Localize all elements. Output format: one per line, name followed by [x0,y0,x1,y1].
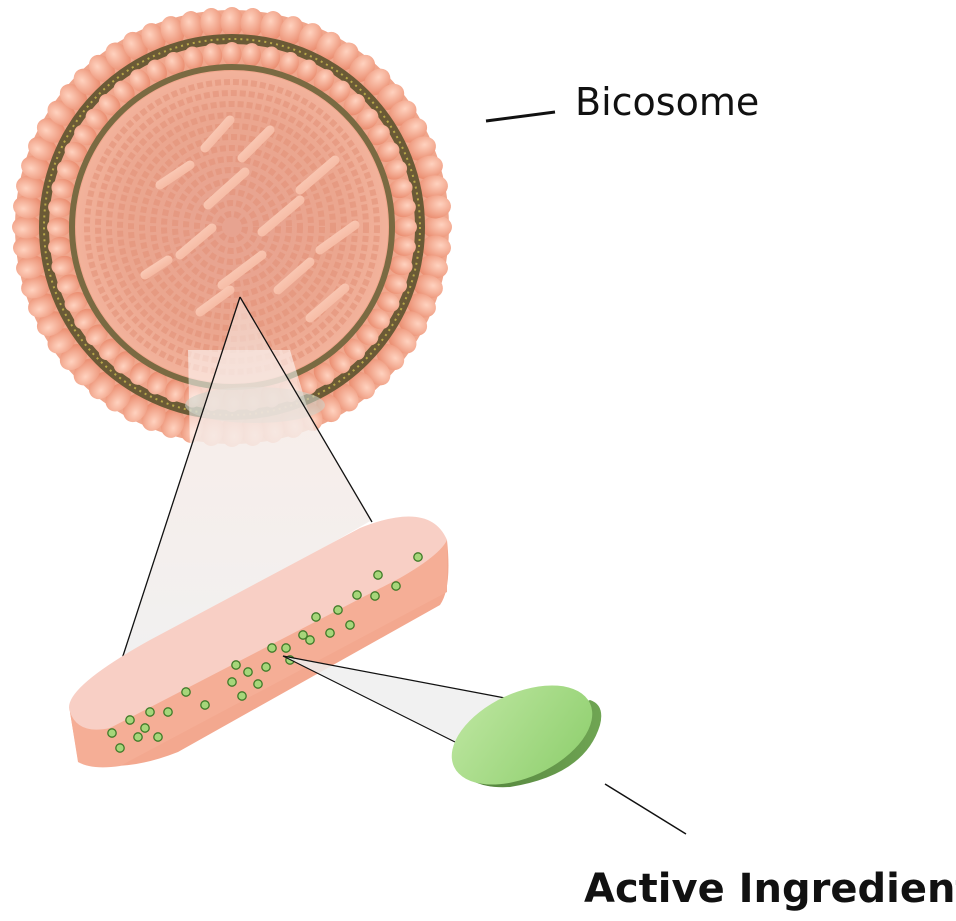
ingredient-dot [414,553,422,561]
outer-lipid-head [422,216,452,239]
ingredient-dot [254,680,262,688]
ingredient-dot [392,582,400,590]
inner-lipid-head [47,218,71,237]
ingredient-dot [182,688,190,696]
ingredient-dot [108,729,116,737]
ingredient-dot [154,733,162,741]
ingredient-dot [141,724,149,732]
ingredient-dot [126,716,134,724]
ingredient-dot [228,678,236,686]
bicosome-leader-line [486,112,555,121]
ingredient-dot [116,744,124,752]
outer-lipid-head [221,7,244,37]
ingredient-dot [146,708,154,716]
ingredient-dot [306,636,314,644]
ingredient-dot [238,692,246,700]
outer-lipid-head [12,216,42,239]
inner-lipid-head [393,218,417,237]
ingredient-dot [164,708,172,716]
ingredient-dot [374,571,382,579]
ingredient-dot [326,629,334,637]
ingredient-dot [346,621,354,629]
active-ingredient-pill [436,665,607,805]
ingredient-dot [371,592,379,600]
ingredient-dot [201,701,209,709]
ingredient-dot [334,606,342,614]
ingredient-dot [262,663,270,671]
active-ingredient-label: Active Ingredient [584,866,956,912]
inner-lipid-head [223,42,242,66]
ingredient-dot [268,644,276,652]
bicosome-label: Bicosome [575,80,759,124]
ingredient-dot [134,733,142,741]
ingredient-dot [353,591,361,599]
active-ingredient-leader-line [605,784,686,834]
ingredient-dot [232,661,240,669]
ingredient-dot [282,644,290,652]
ingredient-dot [244,668,252,676]
ingredient-dot [312,613,320,621]
